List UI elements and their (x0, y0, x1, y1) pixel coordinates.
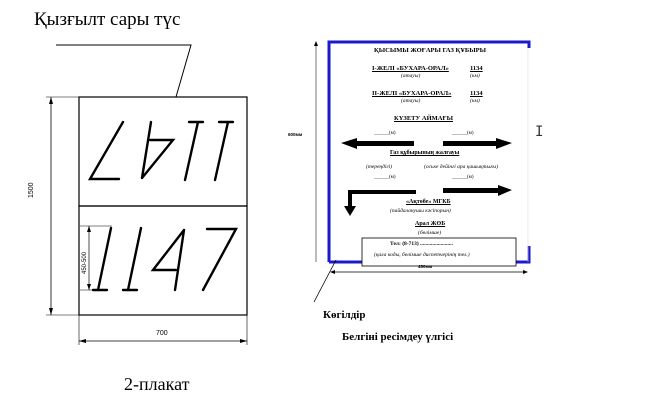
line1-value: 1134 (470, 65, 483, 72)
sign-title: ҚЫСЫМЫ ЖОҒАРЫ ГАЗ ҚҰБЫРЫ (374, 47, 486, 54)
depth-value: ______(м) (374, 175, 396, 180)
phone-line: Тел: (8-713) ........................ (390, 241, 454, 247)
branch-hint: (бөлімше) (418, 230, 442, 236)
line2-value-hint: (км) (470, 98, 480, 104)
pipe-location: Газ құбырының жалғауы (390, 150, 460, 156)
text-cursor-icon: I (535, 124, 544, 140)
line1-name-hint: (атауы) (401, 73, 421, 79)
right-distance: ______(м) (452, 131, 474, 136)
phone-hint: (қала коды, бөлімше диспетчерінің тел.) (374, 252, 470, 258)
poster-caption: 2-плакат (124, 374, 190, 394)
height-dimension-600mm: 600мм (288, 132, 303, 137)
org-hint: (пайдаланушы кәсіпорын) (390, 208, 451, 214)
zone-title: КҮЗЕТУ АЙМАҒЫ (394, 115, 454, 122)
branch-name: Арал ЖӨБ (415, 221, 446, 227)
width-dimension-450mm: 450мм (418, 264, 433, 269)
sign-sample-caption: Белгіні ресімдеу үлгісі (342, 331, 454, 343)
left-distance: ______(м) (374, 131, 396, 136)
line2-name: ІІ-ЖЕЛІ «БУХАРА-ОРАЛ» (372, 90, 452, 97)
line2-name-hint: (атауы) (401, 98, 421, 104)
axis-value: ______(м) (452, 175, 474, 180)
orange-color-label: Қызғылт сары түс (34, 9, 181, 30)
axis-hint: (оське дейінгі ара қашықтығы) (424, 164, 498, 170)
depth-hint: (тереңдігі) (366, 164, 392, 170)
line1-value-hint: (км) (470, 73, 480, 79)
line2-value: 1134 (470, 90, 483, 97)
line1-name: І-ЖЕЛІ «БУХАРА-ОРАЛ» (372, 65, 449, 72)
width-dimension-700: 700 (156, 330, 168, 337)
blue-color-label: Көгілдір (323, 309, 366, 321)
org-name: «Ақтөбе» МГКБ (406, 199, 451, 205)
